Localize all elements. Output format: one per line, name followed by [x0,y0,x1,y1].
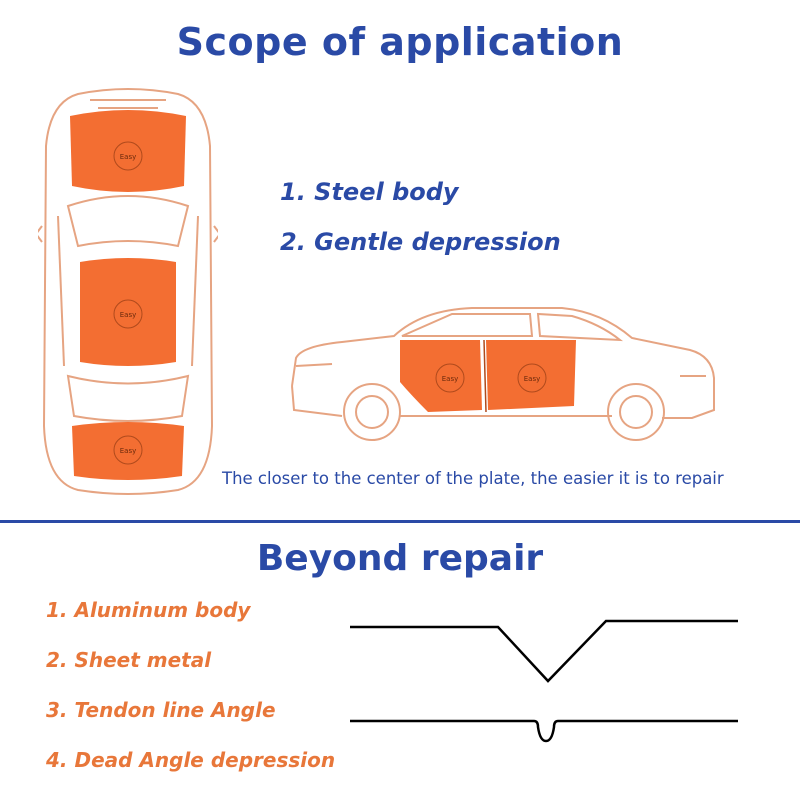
beyond-item-1: 1. Aluminum body [46,598,251,622]
roof-zone [80,258,176,366]
beyond-item-4: 4. Dead Angle depression [46,748,336,772]
beyond-item-2: 2. Sheet metal [46,648,212,672]
car-top-view: Easy Easy Easy [38,88,218,495]
beyond-item-3: 3. Tendon line Angle [46,698,276,722]
easy-label-hood: Easy [120,153,137,161]
beyond-title: Beyond repair [256,538,544,579]
scope-point-2: 2. Gentle depression [280,228,561,256]
easy-label-rear-door: Easy [524,375,541,383]
trunk-zone [72,422,184,480]
dent-profile-diagram [350,619,738,743]
repair-note: The closer to the center of the plate, t… [222,469,724,488]
hood-zone [70,110,186,192]
crease-dent-profile [350,719,738,743]
car-side-view: Easy Easy [291,307,715,441]
rear-door-zone [486,340,576,410]
scope-point-1: 1. Steel body [280,178,459,206]
sharp-dent-profile [350,619,738,683]
section-divider [0,520,800,523]
easy-label-roof: Easy [120,311,137,319]
scope-title: Scope of application [176,20,624,64]
easy-label-front-door: Easy [442,375,459,383]
easy-label-trunk: Easy [120,447,137,455]
front-door-zone [400,340,482,412]
